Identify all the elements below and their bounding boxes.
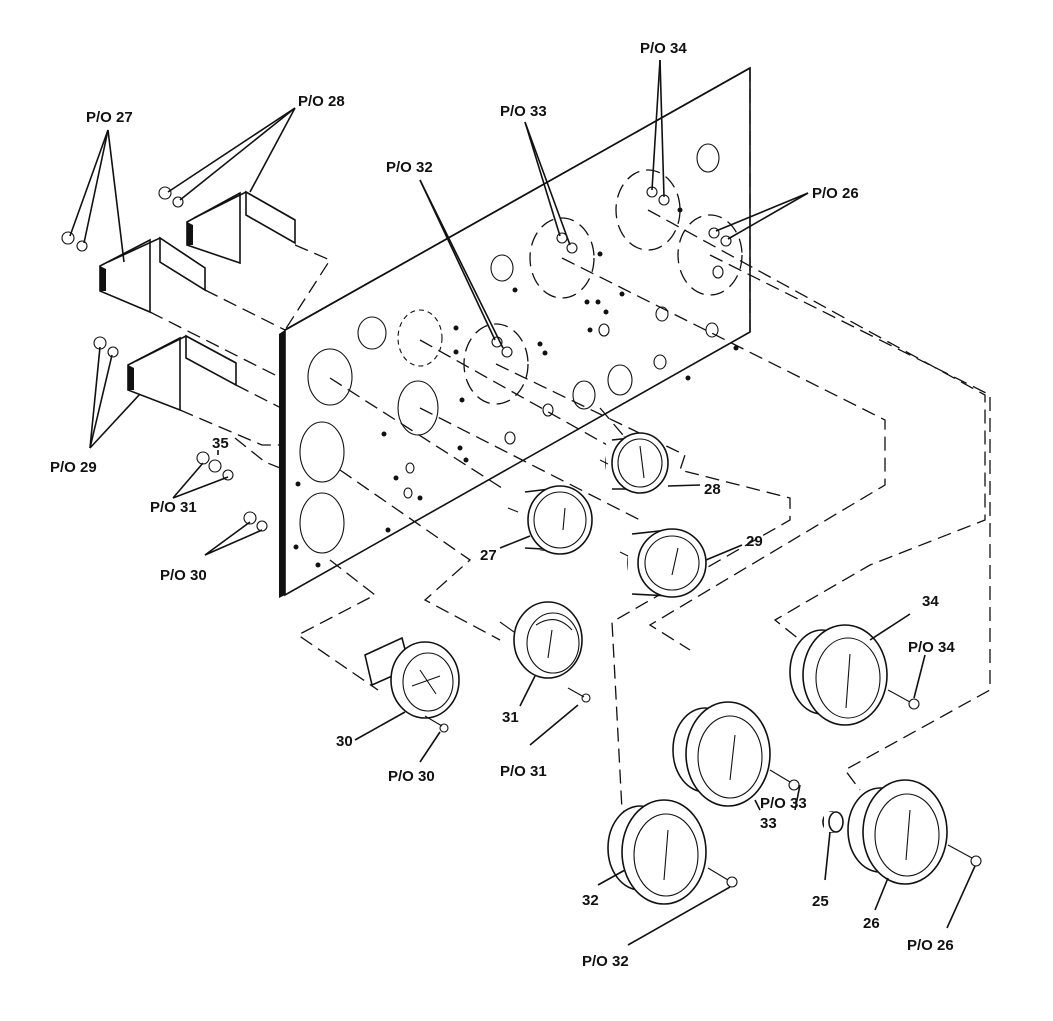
label-33: 33 bbox=[760, 815, 777, 832]
lamp-25 bbox=[822, 811, 844, 833]
label-35: 35 bbox=[212, 435, 229, 452]
meter-34 bbox=[789, 624, 920, 726]
label-po33-top: P/O 33 bbox=[500, 103, 547, 120]
label-34: 34 bbox=[922, 593, 939, 610]
label-30: 30 bbox=[336, 733, 353, 750]
instrument-panel-plate bbox=[279, 66, 751, 598]
label-po32-top: P/O 32 bbox=[386, 159, 433, 176]
meter-28 bbox=[599, 432, 669, 494]
label-po29: P/O 29 bbox=[50, 459, 97, 476]
label-32: 32 bbox=[582, 892, 599, 909]
label-29: 29 bbox=[746, 533, 763, 550]
label-po26-bottom: P/O 26 bbox=[907, 937, 954, 954]
label-po30-bottom: P/O 30 bbox=[388, 768, 435, 785]
meter-29 bbox=[619, 528, 707, 598]
label-po27: P/O 27 bbox=[86, 109, 133, 126]
meter-31 bbox=[499, 601, 591, 703]
leader-lines bbox=[69, 59, 976, 946]
label-po34-top: P/O 34 bbox=[640, 40, 687, 57]
label-27: 27 bbox=[480, 547, 497, 564]
label-po28: P/O 28 bbox=[298, 93, 345, 110]
label-31: 31 bbox=[502, 709, 519, 726]
bracket-27 bbox=[99, 236, 206, 314]
label-26: 26 bbox=[863, 915, 880, 932]
meter-26 bbox=[847, 779, 982, 885]
callout-labels: P/O 27 P/O 28 P/O 29 35 P/O 31 P/O 30 P/… bbox=[50, 40, 955, 970]
bracket-29 bbox=[127, 334, 237, 412]
label-po33-bottom: P/O 33 bbox=[760, 795, 807, 812]
label-po34-right: P/O 34 bbox=[908, 639, 955, 656]
label-28: 28 bbox=[704, 481, 721, 498]
assembly-lines bbox=[149, 209, 991, 831]
meter-27 bbox=[507, 485, 593, 555]
label-po32-bottom: P/O 32 bbox=[582, 953, 629, 970]
label-25: 25 bbox=[812, 893, 829, 910]
bracket-28 bbox=[186, 190, 296, 265]
label-po30-left: P/O 30 bbox=[160, 567, 207, 584]
label-po26-top: P/O 26 bbox=[812, 185, 859, 202]
meter-32 bbox=[607, 799, 738, 905]
meter-30 bbox=[364, 636, 460, 733]
label-po31-bottom: P/O 31 bbox=[500, 763, 547, 780]
meter-33 bbox=[672, 701, 800, 807]
label-po31-left: P/O 31 bbox=[150, 499, 197, 516]
